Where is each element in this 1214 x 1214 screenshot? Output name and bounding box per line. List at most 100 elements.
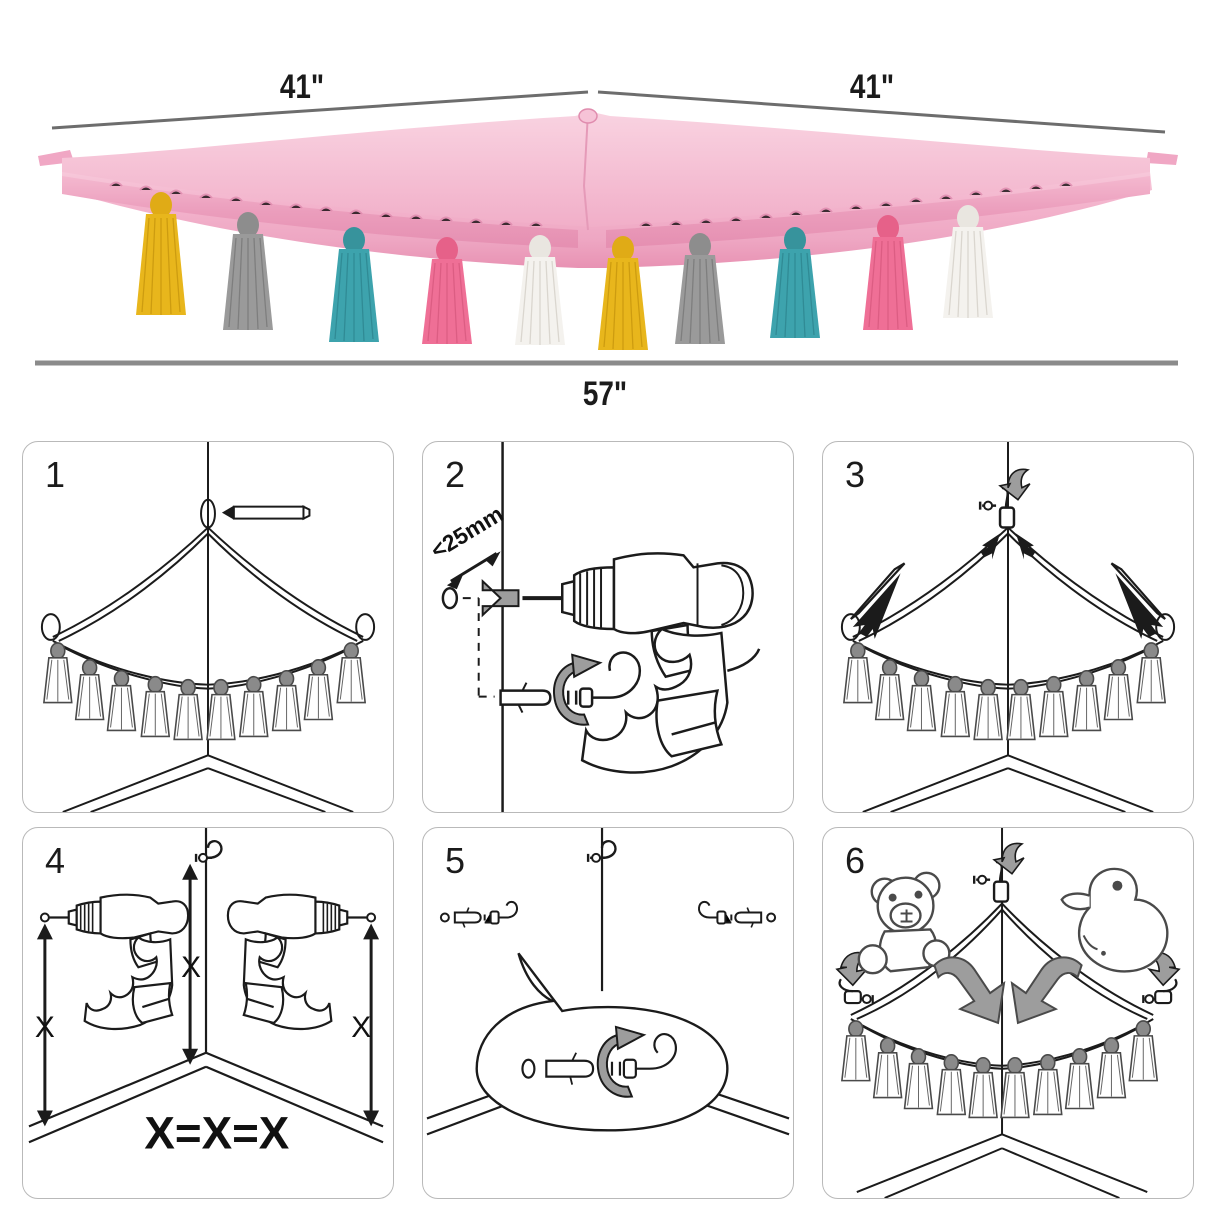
tassel-row [842, 642, 1167, 741]
screw-hook-icon-right [1142, 978, 1178, 1005]
step-6-illustration [835, 828, 1181, 1198]
drill-hole-mark-icon-left [39, 912, 50, 923]
step-number-5: 5 [445, 840, 466, 881]
floor-line-right [1007, 754, 1154, 812]
step-number-1: 1 [45, 454, 66, 495]
product-photo-area: 41" 41" 57" [0, 0, 1214, 430]
net-left-loop-icon [840, 613, 861, 641]
measure-arrow-right [363, 923, 380, 1127]
drill-hole-mark-icon-left [439, 912, 450, 923]
power-drill-icon-right [226, 893, 349, 969]
floor-line-right [205, 1051, 384, 1128]
screw-hook-icon-zoom [602, 1033, 677, 1079]
tassel-7 [675, 233, 725, 344]
net-hem-outer [52, 640, 364, 686]
step-1-illustration [40, 442, 376, 812]
tassel-2 [223, 212, 273, 330]
center-height-label: X [181, 951, 201, 984]
tassel-4 [422, 237, 472, 344]
net-hem-right [606, 176, 1150, 248]
net-edge-right-outer [207, 526, 364, 638]
net-edge-right-inner [207, 532, 358, 642]
net-ruffle-texture [109, 181, 1073, 227]
tassel-8 [770, 227, 820, 338]
dashed-guide-line [462, 597, 495, 698]
instruction-steps-grid: 1 [22, 441, 1194, 1199]
tassel-6 [598, 236, 648, 350]
net-right-loop-icon [1155, 613, 1176, 641]
net-center-seam [582, 111, 589, 231]
power-drill-icon [561, 552, 754, 679]
wall-anchor-icon-right [734, 911, 763, 924]
wall-anchor-icon-left [453, 911, 482, 924]
screw-hook-icon-top [972, 860, 1010, 903]
drill-battery-icon-left [131, 981, 174, 1025]
screw-hook-icon [978, 486, 1016, 529]
drill-battery-icon [655, 689, 724, 758]
floor-line-right [207, 754, 354, 812]
tassel-row [841, 1020, 1159, 1119]
tassel-1 [136, 192, 186, 315]
rotate-arrow-icon [553, 653, 603, 726]
rubber-duck-icon [1060, 867, 1169, 973]
measure-arrow-center [182, 863, 199, 1065]
curved-arrow-icon-top [992, 842, 1025, 875]
step-4-illustration: X [28, 828, 384, 1158]
teddy-bear-icon [857, 871, 951, 975]
drill-battery-icon-right [242, 981, 285, 1025]
step-number-2: 2 [445, 454, 466, 495]
step-panel-3: 3 [822, 441, 1194, 813]
net-right-loop-icon [355, 613, 376, 641]
dimension-line-right [597, 90, 1166, 134]
step-panel-4: 4 [22, 827, 394, 1199]
drill-hole-mark-icon-zoom [521, 1058, 536, 1079]
floor-line-left [856, 1133, 1003, 1193]
screw-hook-icon-right [698, 900, 718, 919]
step-panel-5: 5 [422, 827, 794, 1199]
grey-arrow-icon [481, 578, 520, 618]
net-top-loop-icon [578, 108, 598, 124]
floor-line-left [28, 1051, 207, 1128]
assembly-arrow-icon [980, 533, 1036, 560]
dimension-label-bottom-span: 57" [582, 375, 628, 413]
net-edge-left-outer [52, 526, 209, 638]
left-height-label: X [35, 1011, 55, 1044]
net-edge-left-inner [58, 532, 209, 642]
tassel-5 [515, 235, 565, 345]
right-height-label: X [351, 1011, 371, 1044]
side-hook-assembly-left [439, 900, 518, 928]
tassel-row [42, 642, 367, 741]
dimension-line-left [51, 90, 589, 130]
dimension-label-left-edge: 41" [279, 68, 325, 106]
step-2-illustration: <25mm [426, 442, 761, 812]
net-right-tip [1146, 152, 1178, 165]
screw-hook-icon [194, 839, 223, 863]
step-number-6: 6 [845, 840, 866, 881]
drill-hole-mark-icon-right [766, 912, 777, 923]
tassel-9 [863, 215, 913, 330]
depth-measure-arrow-icon [446, 551, 501, 590]
screw-hook-icon-left [838, 978, 874, 1005]
support-rod-icon-left [850, 562, 906, 620]
step-panel-1: 1 [22, 441, 394, 813]
step-number-3: 3 [845, 454, 866, 495]
magnifier-callout-icon [475, 952, 729, 1132]
curved-arrow-icon [998, 468, 1031, 501]
floor-line-left [62, 754, 209, 812]
floor-line-right [1001, 1133, 1148, 1193]
product-illustration [35, 90, 1178, 366]
net-hem-left [62, 176, 578, 248]
tassel-3 [329, 227, 379, 342]
support-rod-icon-right [1110, 562, 1166, 620]
pencil-icon [221, 505, 311, 521]
wall-anchor-icon-zoom [545, 1059, 595, 1078]
floor-line-left [862, 754, 1009, 812]
side-hook-assembly-right [698, 900, 777, 928]
screw-hook-icon-top [586, 839, 617, 863]
step-panel-6: 6 [822, 827, 1194, 1199]
rotate-arrow-icon-zoom [596, 1025, 647, 1098]
equality-label: X=X=X [144, 1107, 289, 1158]
step-5-illustration [426, 828, 790, 1136]
rod-insert-arrow-icon [852, 573, 1164, 639]
grey-arrow-icon-left [933, 956, 1006, 1025]
